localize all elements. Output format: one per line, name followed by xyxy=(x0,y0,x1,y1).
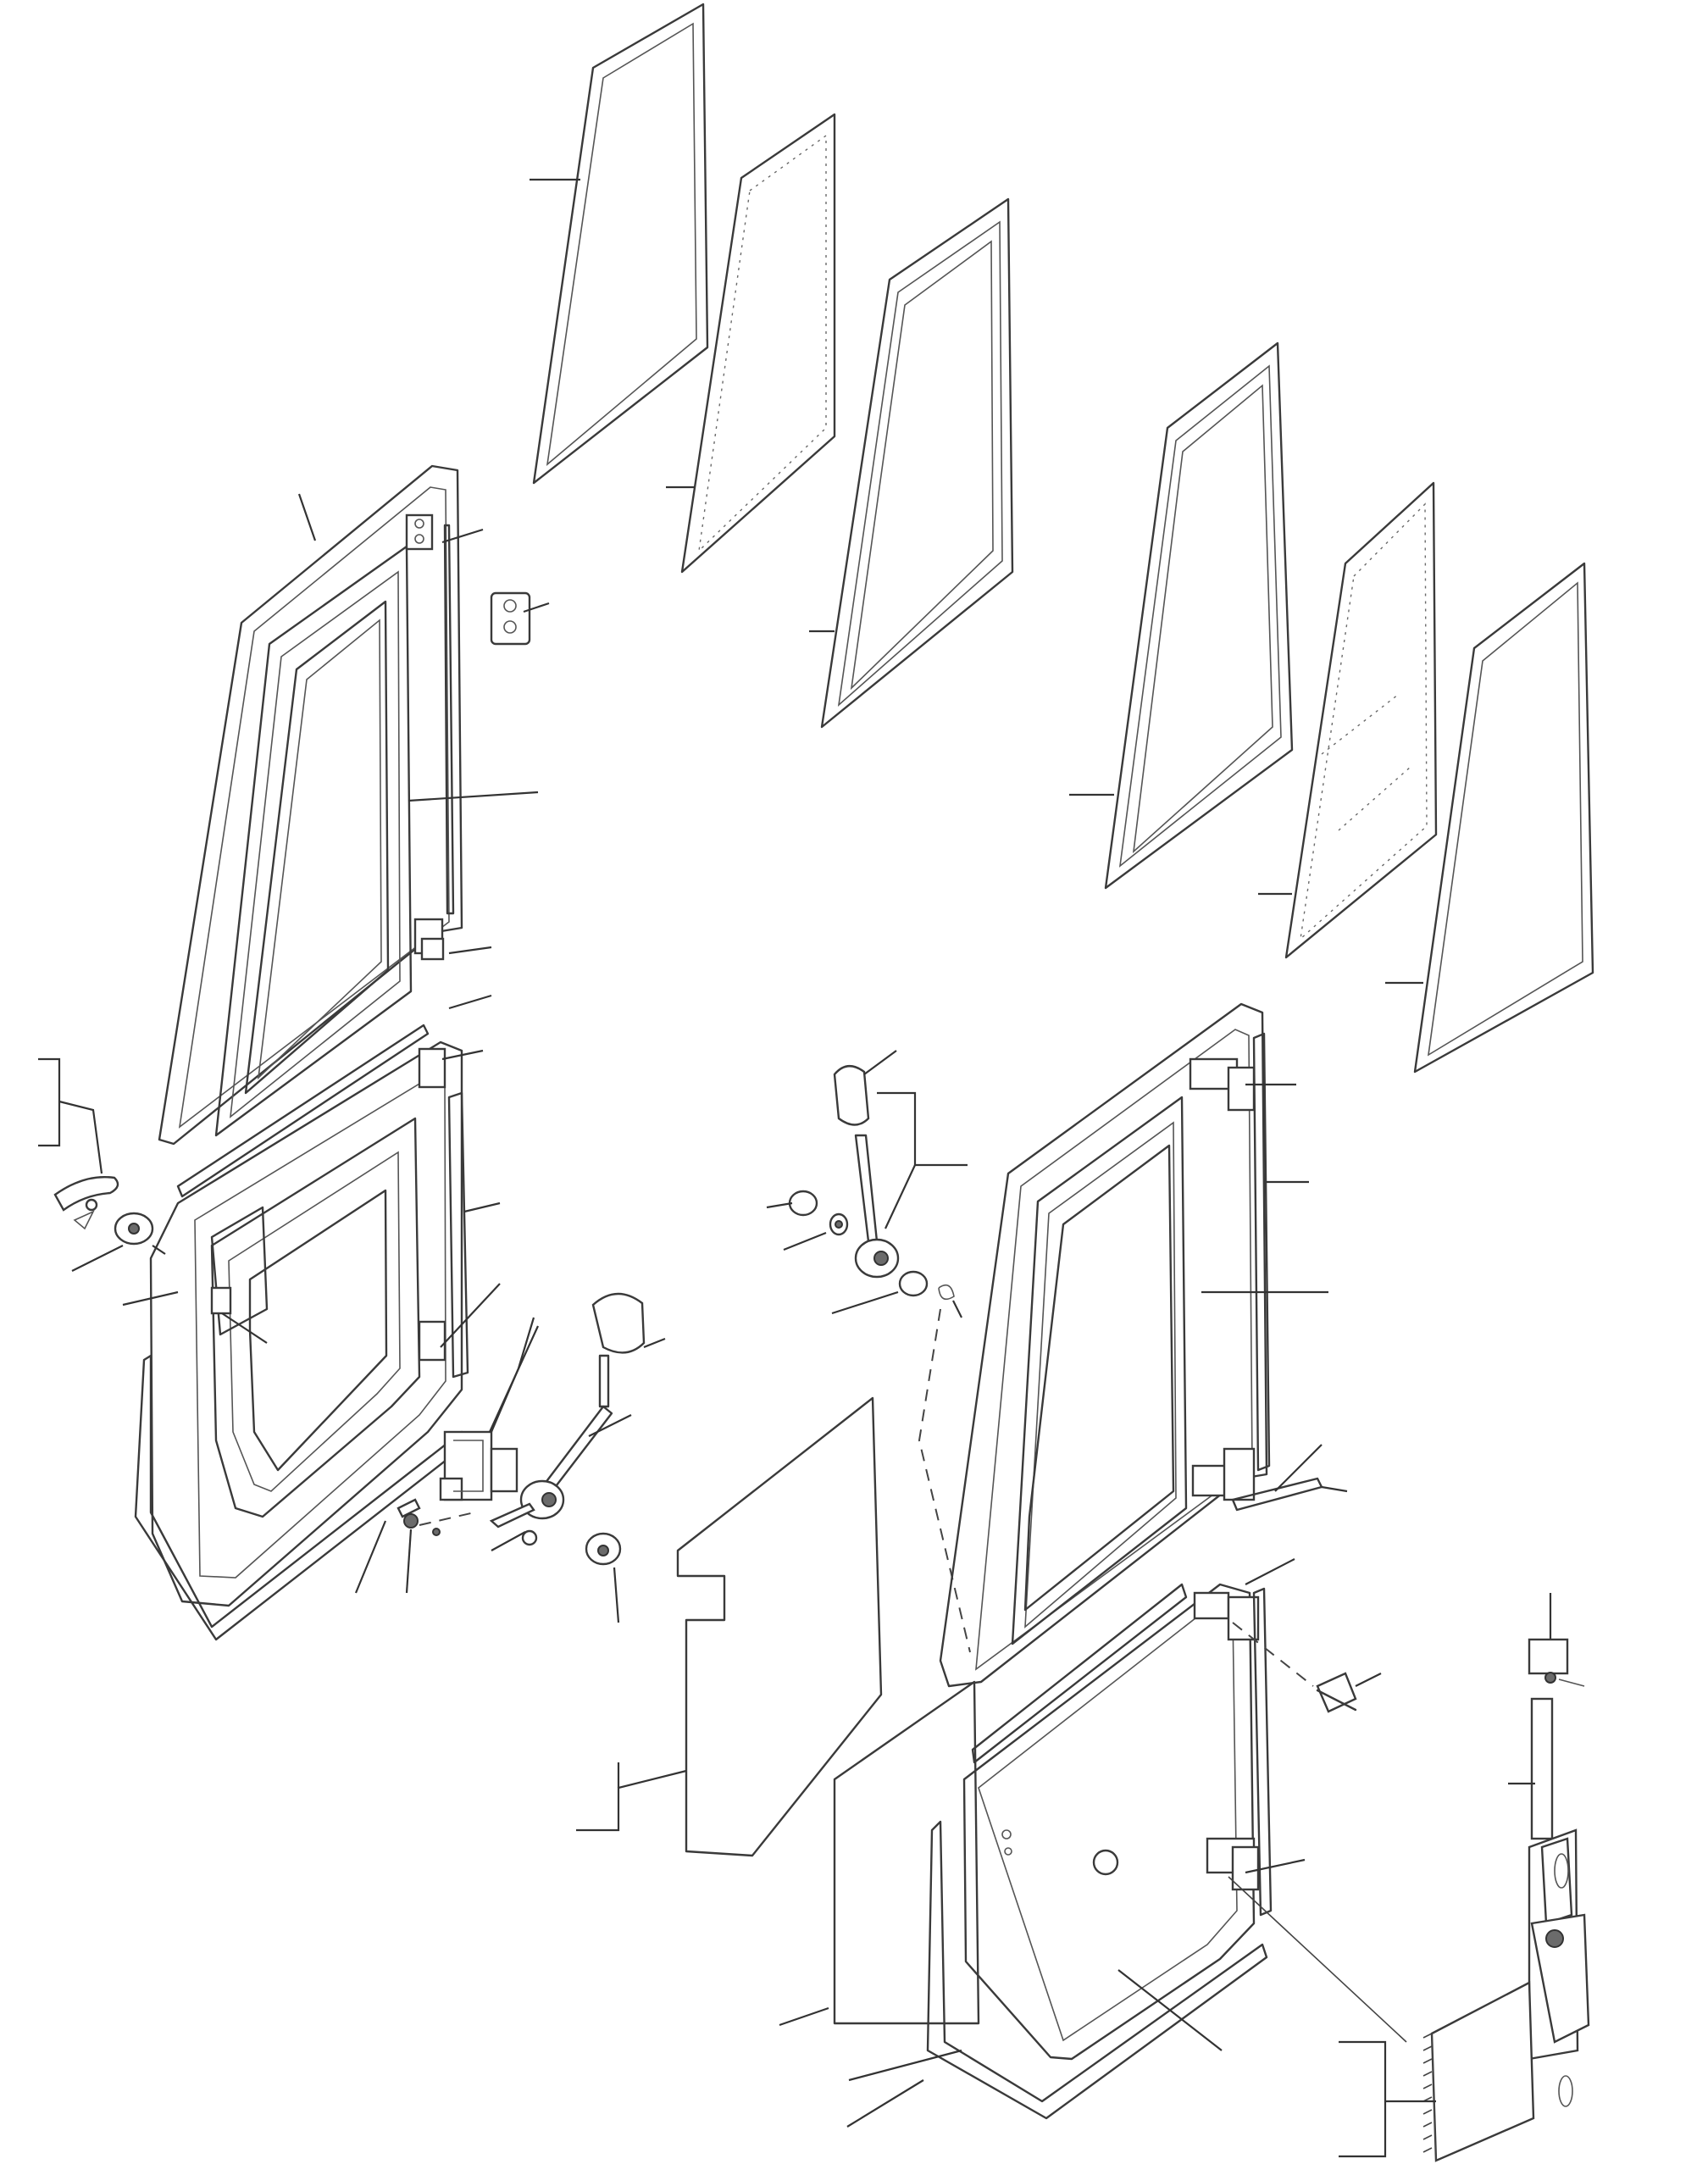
glass-top-right xyxy=(1258,481,1438,959)
seal-top-left xyxy=(530,3,709,485)
upper-sash-left xyxy=(158,464,550,1146)
left-handle-parts xyxy=(38,1057,166,1272)
lower-door-right xyxy=(848,1558,1382,2120)
seal-top-mid xyxy=(809,197,1014,729)
seal-top-right xyxy=(1069,341,1294,890)
hinge-assembly xyxy=(1228,1593,1590,2162)
latch-assembly xyxy=(354,1317,540,1594)
upper-sash-right xyxy=(939,1002,1348,1688)
glass-top-left xyxy=(666,113,836,574)
handle-lever xyxy=(489,1292,666,1623)
door-panel-trim xyxy=(576,1396,980,2128)
lower-door-left xyxy=(122,1024,501,1641)
center-lever-assembly xyxy=(766,1050,971,1653)
seal-top-far-right xyxy=(1385,562,1594,1074)
